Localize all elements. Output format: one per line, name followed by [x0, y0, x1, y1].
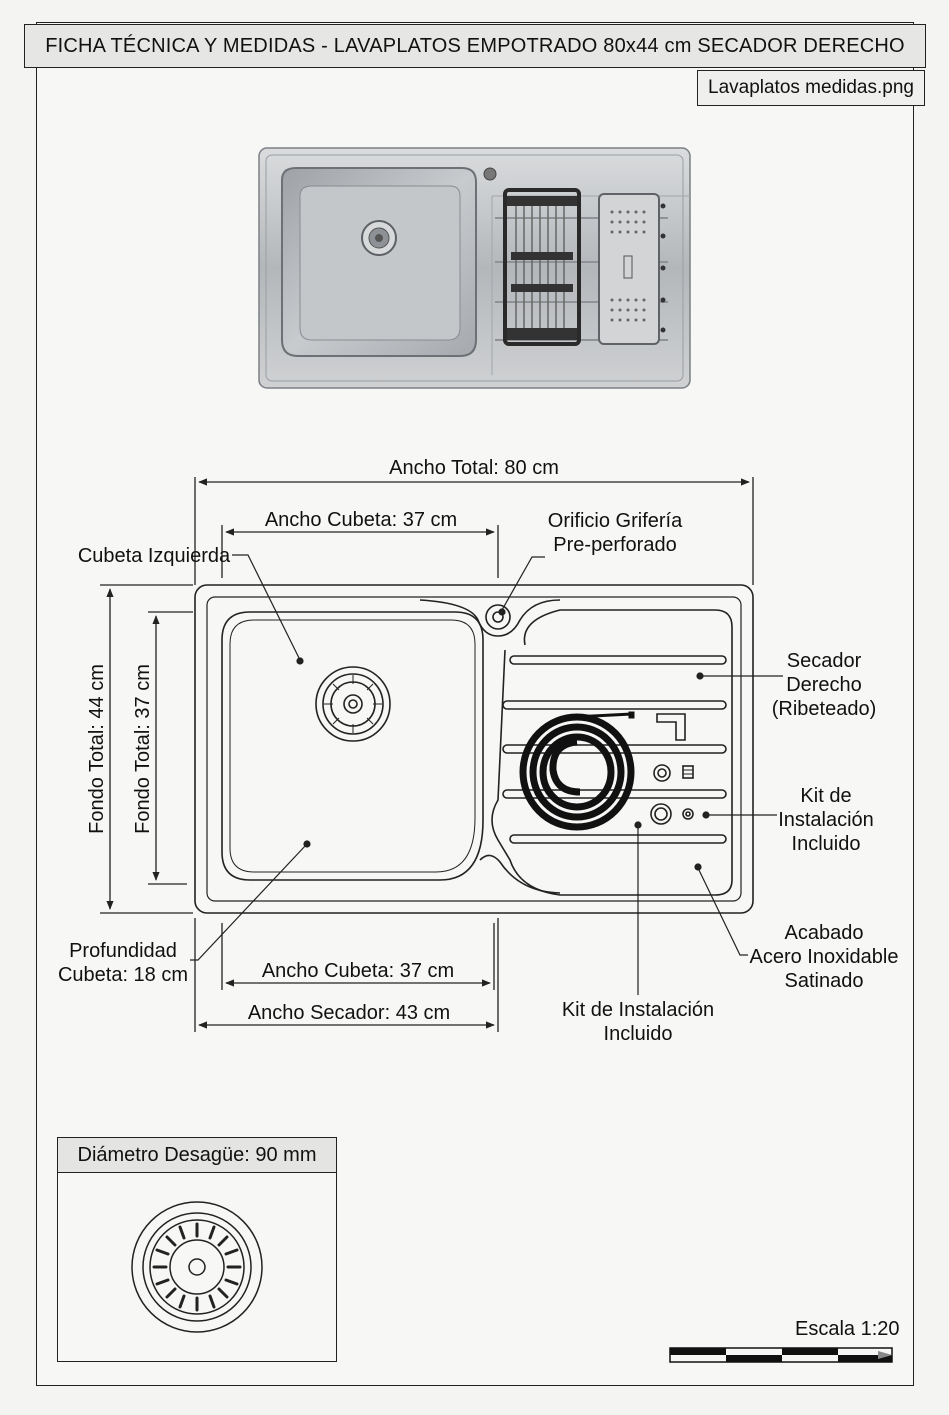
callout-kit-bottom-line1: Kit de Instalación [562, 999, 714, 1021]
callout-kit-right-line1: Kit de [800, 785, 851, 807]
callout-profundidad-line2: Cubeta: 18 cm [58, 964, 188, 986]
callout-orificio-line1: Orificio Grifería [548, 510, 683, 532]
callout-orificio-line2: Pre-perforado [553, 534, 676, 556]
callout-kit-right-line2: Instalación [778, 809, 874, 831]
ancho-cubeta-top-label: Ancho Cubeta: 37 cm [265, 509, 457, 531]
sink-line-drawing [194, 584, 754, 914]
ancho-cubeta-bottom-label: Ancho Cubeta: 37 cm [262, 960, 454, 982]
fondo-total-37-label: Fondo Total: 37 cm [132, 664, 154, 834]
drain-diameter-label: Diámetro Desagüe: 90 mm [58, 1138, 336, 1173]
ancho-total-label: Ancho Total: 80 cm [389, 457, 559, 479]
callout-acabado-line2: Acero Inoxidable [750, 946, 899, 968]
drain-detail-box: Diámetro Desagüe: 90 mm [57, 1137, 337, 1362]
drain-detail-drawing [131, 1201, 263, 1333]
scale-bar [669, 1347, 893, 1363]
dimension-lines [100, 477, 754, 1032]
callout-kit-right-line3: Incluido [792, 833, 861, 855]
callout-secador-line2: Derecho [786, 674, 862, 696]
sink-photo [258, 147, 691, 389]
installation-kit-coil [519, 711, 635, 831]
callout-cubeta-izquierda: Cubeta Izquierda [78, 545, 231, 567]
callout-acabado-line3: Satinado [785, 970, 864, 992]
callout-acabado-line1: Acabado [785, 922, 864, 944]
ancho-secador-label: Ancho Secador: 43 cm [248, 1002, 450, 1024]
callout-secador-line3: (Ribeteado) [772, 698, 877, 720]
callout-secador-line1: Secador [787, 650, 862, 672]
filename-tag: Lavaplatos medidas.png [697, 70, 925, 106]
fondo-total-44-label: Fondo Total: 44 cm [86, 664, 108, 834]
callout-profundidad-line1: Profundidad [69, 940, 177, 962]
title-bar: FICHA TÉCNICA Y MEDIDAS - LAVAPLATOS EMP… [24, 24, 926, 68]
callout-kit-bottom-line2: Incluido [604, 1023, 673, 1045]
scale-label: Escala 1:20 [795, 1318, 900, 1340]
leader-lines [190, 554, 783, 995]
